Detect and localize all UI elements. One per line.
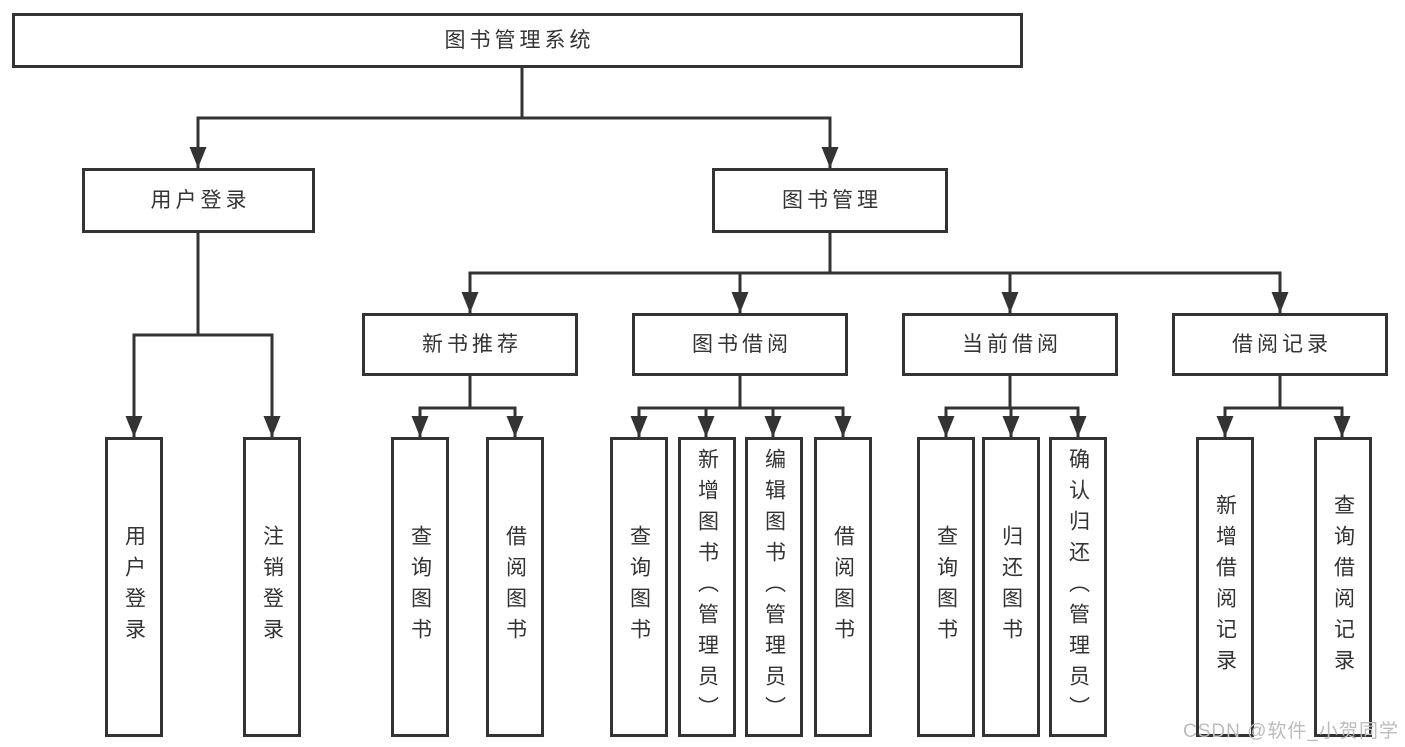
leaf-cb-query-books: 查询图书: [917, 437, 975, 737]
node-borrow-record-label: 借阅记录: [1232, 333, 1332, 356]
leaf-bb-edit-books-admin-label: 编辑图书（管理员）: [762, 447, 786, 727]
node-book-borrow-label: 图书借阅: [692, 333, 792, 356]
leaf-cb-return-books-label: 归还图书: [999, 525, 1023, 649]
node-root: 图书管理系统: [12, 13, 1023, 68]
leaf-bb-borrow-books: 借阅图书: [814, 437, 872, 737]
leaf-cb-confirm-return-admin: 确认归还（管理员）: [1049, 437, 1107, 737]
csdn-watermark: CSDN @软件_小贺同学: [1183, 721, 1399, 742]
leaf-cb-confirm-return-admin-label: 确认归还（管理员）: [1066, 447, 1090, 727]
leaf-nb-query-books-label: 查询图书: [408, 525, 432, 649]
node-borrow-record: 借阅记录: [1172, 313, 1388, 376]
leaf-bb-add-books-admin-label: 新增图书（管理员）: [695, 447, 719, 727]
leaf-bb-edit-books-admin: 编辑图书（管理员）: [745, 437, 803, 737]
leaf-nb-borrow-books-label: 借阅图书: [503, 525, 527, 649]
node-user-login: 用户登录: [82, 168, 315, 233]
leaf-bb-query-books-label: 查询图书: [627, 525, 651, 649]
leaf-cb-return-books: 归还图书: [982, 437, 1040, 737]
node-book-management-label: 图书管理: [782, 189, 882, 212]
connector-segments: [132, 66, 1344, 410]
leaf-user-login-label: 用户登录: [122, 525, 146, 649]
leaf-logout: 注销登录: [243, 437, 301, 737]
node-user-login-label: 用户登录: [150, 189, 251, 212]
node-current-borrow: 当前借阅: [902, 313, 1118, 376]
leaf-user-login: 用户登录: [105, 437, 163, 737]
leaf-cb-query-books-label: 查询图书: [934, 525, 958, 649]
leaf-br-add-record: 新增借阅记录: [1196, 437, 1254, 737]
leaf-br-add-record-label: 新增借阅记录: [1213, 494, 1237, 680]
leaf-nb-query-books: 查询图书: [391, 437, 449, 737]
leaf-br-query-record: 查询借阅记录: [1314, 437, 1372, 737]
node-current-borrow-label: 当前借阅: [962, 333, 1062, 356]
node-book-borrow: 图书借阅: [632, 313, 848, 376]
leaf-bb-add-books-admin: 新增图书（管理员）: [678, 437, 736, 737]
node-root-label: 图书管理系统: [444, 29, 595, 52]
leaf-nb-borrow-books: 借阅图书: [486, 437, 544, 737]
node-new-book-recommend-label: 新书推荐: [422, 333, 522, 356]
leaf-br-query-record-label: 查询借阅记录: [1331, 494, 1355, 680]
leaf-logout-label: 注销登录: [260, 525, 284, 649]
leaf-bb-borrow-books-label: 借阅图书: [831, 525, 855, 649]
node-book-management: 图书管理: [712, 168, 948, 233]
node-new-book-recommend: 新书推荐: [362, 313, 578, 376]
leaf-bb-query-books: 查询图书: [610, 437, 668, 737]
